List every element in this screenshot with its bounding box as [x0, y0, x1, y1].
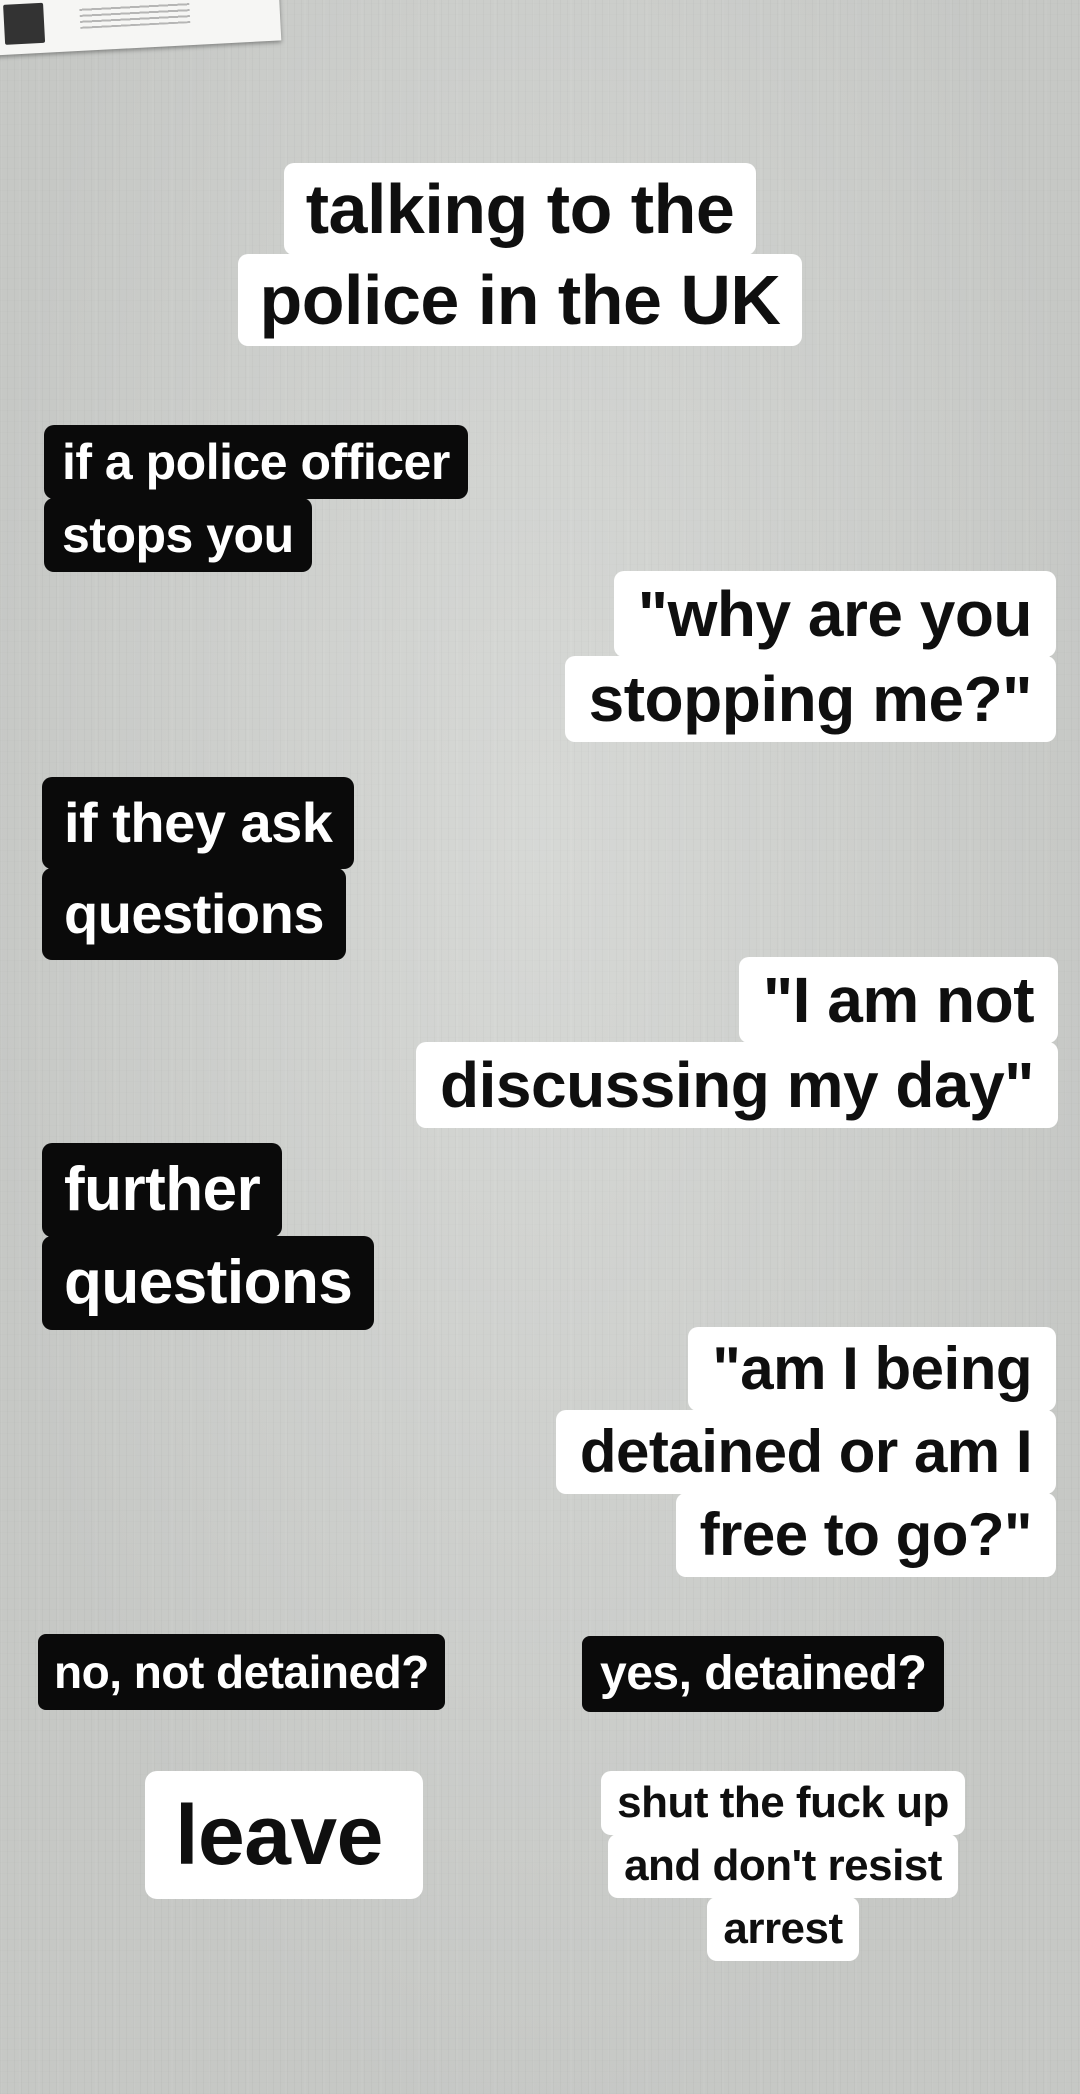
reply-line: "am I being [688, 1327, 1056, 1411]
action-line: arrest [707, 1897, 859, 1961]
reply-line: discussing my day" [416, 1042, 1058, 1128]
action-leave: leave [144, 1771, 424, 1899]
branch-label: no, not detained? [38, 1634, 445, 1710]
title-line: police in the UK [237, 254, 803, 346]
branch-detained: yes, detained? [582, 1636, 1002, 1712]
title: talking to the police in the UK [180, 163, 860, 346]
reply-line: free to go?" [675, 1493, 1056, 1577]
action-line: and don't resist [608, 1834, 958, 1898]
branch-label: yes, detained? [582, 1636, 945, 1712]
reply-line: detained or am I [555, 1410, 1056, 1494]
reply-line: stopping me?" [564, 656, 1056, 742]
prompt-line: questions [42, 868, 346, 960]
action-line: shut the fuck up [601, 1771, 965, 1835]
reply-line: "why are you [613, 571, 1056, 657]
reply-line: "I am not [738, 957, 1058, 1043]
prompt-questions: if they ask questions [42, 777, 642, 960]
action-line: leave [145, 1771, 423, 1899]
reply-detained-or-free: "am I being detained or am I free to go?… [380, 1327, 1056, 1577]
prompt-further-questions: further questions [42, 1143, 642, 1330]
prompt-line: if they ask [42, 777, 355, 869]
prompt-line: stops you [44, 498, 312, 572]
prompt-line: questions [42, 1236, 375, 1330]
prompt-line: further [42, 1143, 283, 1237]
branch-not-detained: no, not detained? [38, 1634, 518, 1710]
title-line: talking to the [283, 163, 757, 255]
prompt-stopped: if a police officer stops you [44, 425, 644, 572]
prompt-line: if a police officer [44, 425, 468, 499]
reply-why-stopping: "why are you stopping me?" [380, 571, 1056, 742]
action-stay-silent: shut the fuck up and don't resist arrest [560, 1771, 1006, 1961]
reply-not-discussing: "I am not discussing my day" [370, 957, 1058, 1128]
